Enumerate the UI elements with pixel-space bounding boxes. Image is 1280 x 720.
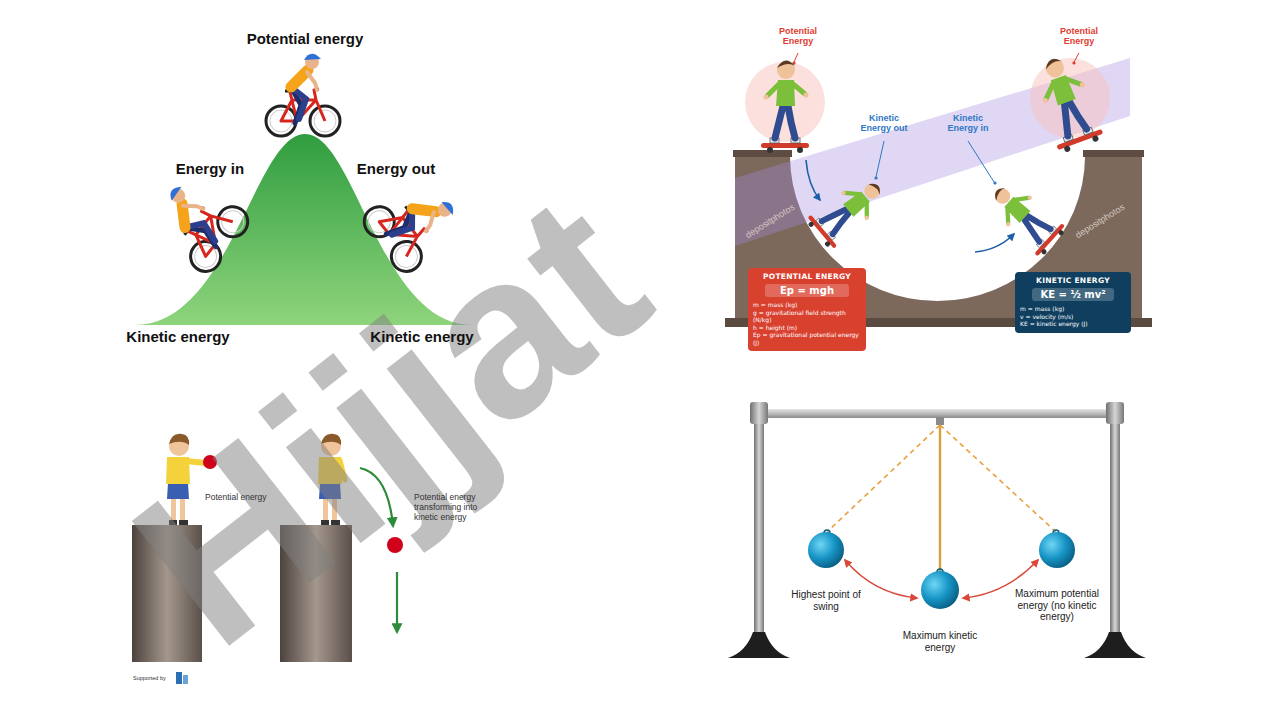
fall-arrow: [396, 572, 398, 632]
halfpipe-rim: [733, 150, 792, 157]
hill: [135, 134, 472, 325]
variable-definition: h = height (m): [753, 324, 861, 332]
watermark: Hijjat: [75, 139, 705, 702]
frame-cap: [1106, 402, 1124, 424]
variable-definition: g = gravitational field strength (N/kg): [753, 309, 861, 324]
box-heading: POTENTIAL ENERGY: [753, 272, 861, 281]
leader-line: [968, 141, 994, 182]
skater-top-left: [761, 60, 809, 153]
pendulum-ball: [1039, 532, 1075, 568]
variable-definition: m = mass (kg): [753, 301, 861, 309]
swing-path: [940, 425, 1056, 532]
leader-dot: [874, 176, 877, 179]
pillar: [132, 525, 202, 662]
frame-cap: [750, 402, 768, 424]
motion-arrow: [975, 234, 1014, 252]
pendulum-ball: [808, 532, 844, 568]
sponsor-label: Supported by: [133, 675, 173, 681]
variable-definition: Ep = gravitational potential energy (J): [753, 331, 861, 346]
cyclist-climbing: [143, 169, 253, 278]
cyclist-descending: [358, 169, 468, 278]
frame-post: [754, 404, 764, 636]
frame-base: [1084, 632, 1146, 658]
formula: KE = ½ mv²: [1032, 288, 1114, 301]
pendulum-ball: [921, 571, 959, 609]
fall-arrow: [360, 468, 393, 526]
halfpipe-rim: [1083, 150, 1144, 157]
pendulum-label: Highest point of swing: [786, 589, 866, 612]
frame-bar: [760, 409, 1114, 418]
formula: Ep = mgh: [765, 284, 849, 297]
sponsor-logo: [176, 672, 182, 684]
energy-label: Energy out: [341, 160, 451, 177]
caption-label: Potential energy transforming into kinet…: [414, 493, 492, 522]
caption-label: Potential energy: [205, 493, 279, 503]
energy-label: Potential energy: [220, 30, 390, 47]
callout-label: Kinetic Energy in: [939, 113, 997, 134]
frame-post: [1110, 404, 1120, 636]
pendulum-label: Maximum potential energy (no kinetic ene…: [1014, 588, 1100, 623]
pendulum-panel: [728, 402, 1146, 658]
ball-falling: [387, 537, 403, 553]
formula-box: KINETIC ENERGY KE = ½ mv² m = mass (kg)v =…: [1015, 272, 1131, 333]
variable-definition: KE = kinetic energy (J): [1020, 320, 1126, 328]
leader-dot: [1072, 61, 1075, 64]
variable-definition: m = mass (kg): [1020, 305, 1126, 313]
ball-drop-panel: [132, 434, 403, 684]
leader-dot: [993, 181, 996, 184]
pendulum-string: [939, 425, 941, 571]
callout-label: Potential Energy: [1053, 26, 1105, 47]
energy-label: Energy in: [160, 160, 260, 177]
pivot: [936, 417, 944, 425]
callout-label: Potential Energy: [772, 26, 824, 47]
energy-label: Kinetic energy: [357, 328, 487, 345]
energy-label: Kinetic energy: [113, 328, 243, 345]
frame-base: [728, 632, 790, 658]
leader-line: [794, 53, 798, 62]
watermark-band: [735, 58, 1130, 246]
box-heading: KINETIC ENERGY: [1020, 276, 1126, 285]
hill-panel: [135, 54, 472, 325]
variable-definition: v = velocity (m/s): [1020, 313, 1126, 321]
motion-arrow: [806, 160, 820, 200]
callout-label: Kinetic Energy out: [855, 113, 913, 134]
pillar: [280, 525, 352, 662]
boy-dropped-ball: [318, 434, 342, 525]
leader-line: [876, 141, 884, 177]
formula-box: POTENTIAL ENERGY Ep = mgh m = mass (kg)g =…: [748, 268, 866, 351]
pendulum-label: Maximum kinetic energy: [899, 630, 981, 653]
ball-held: [203, 455, 217, 469]
boy-holding-ball: [166, 434, 190, 525]
boy-arm: [340, 460, 345, 480]
cyclist-top: [266, 54, 340, 136]
swing-path: [827, 425, 940, 532]
boy-arm: [186, 461, 205, 463]
leader-line: [1074, 53, 1079, 62]
sponsor-logo: [183, 675, 188, 684]
skater-going-down: [804, 170, 890, 252]
skater-top-right: [1028, 51, 1105, 154]
